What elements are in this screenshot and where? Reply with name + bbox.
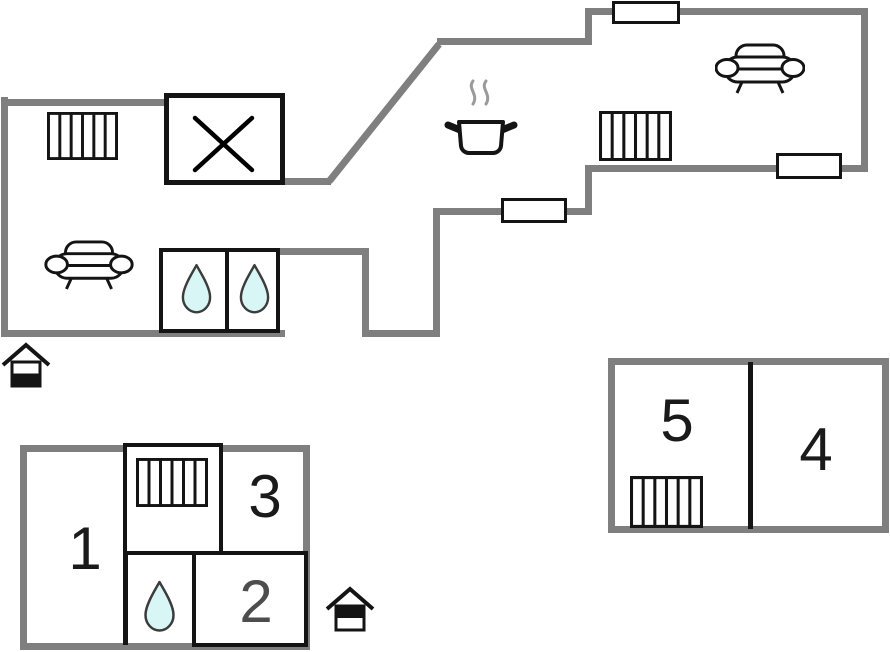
room-label-5: 5 — [660, 387, 694, 454]
wall-segment — [585, 165, 592, 215]
wall-segment — [283, 178, 331, 185]
wall-segment — [861, 8, 868, 172]
sofa-icon — [44, 238, 134, 290]
radiator-icon — [630, 476, 703, 528]
window — [776, 153, 842, 179]
room-label-3: 3 — [248, 463, 282, 530]
room-label-1: 1 — [68, 515, 102, 582]
wall-segment — [1, 97, 8, 337]
water-drop-icon — [142, 580, 177, 632]
radiator-icon — [47, 112, 118, 160]
water-drop-icon — [180, 262, 213, 315]
wall-segment-diagonal — [326, 41, 442, 184]
room-label-4: 4 — [799, 416, 833, 483]
room-2-outline — [192, 551, 308, 647]
wall-segment — [437, 38, 592, 45]
window — [501, 198, 567, 223]
cooking-pot-icon — [444, 76, 518, 160]
wall-segment — [585, 8, 592, 45]
water-drop-icon — [238, 262, 271, 315]
cubicle-divider — [225, 250, 229, 331]
wall-segment — [433, 208, 440, 337]
sofa-icon — [715, 41, 805, 94]
house-entrance-icon — [1, 342, 51, 390]
wall-segment — [362, 330, 440, 337]
wall-segment — [278, 248, 369, 255]
house-entrance-icon — [325, 586, 375, 634]
crossed-box-icon — [164, 93, 285, 185]
window — [612, 1, 680, 24]
wall-segment — [585, 8, 868, 15]
wall-segment — [1, 99, 167, 106]
room-label-2: 2 — [239, 568, 273, 635]
wall-segment — [585, 165, 868, 172]
wall-segment — [1, 330, 285, 337]
radiator-icon — [599, 111, 672, 161]
radiator-icon — [136, 458, 208, 507]
interior-wall — [123, 551, 128, 645]
wall-segment — [362, 248, 369, 337]
interior-wall — [748, 362, 753, 529]
